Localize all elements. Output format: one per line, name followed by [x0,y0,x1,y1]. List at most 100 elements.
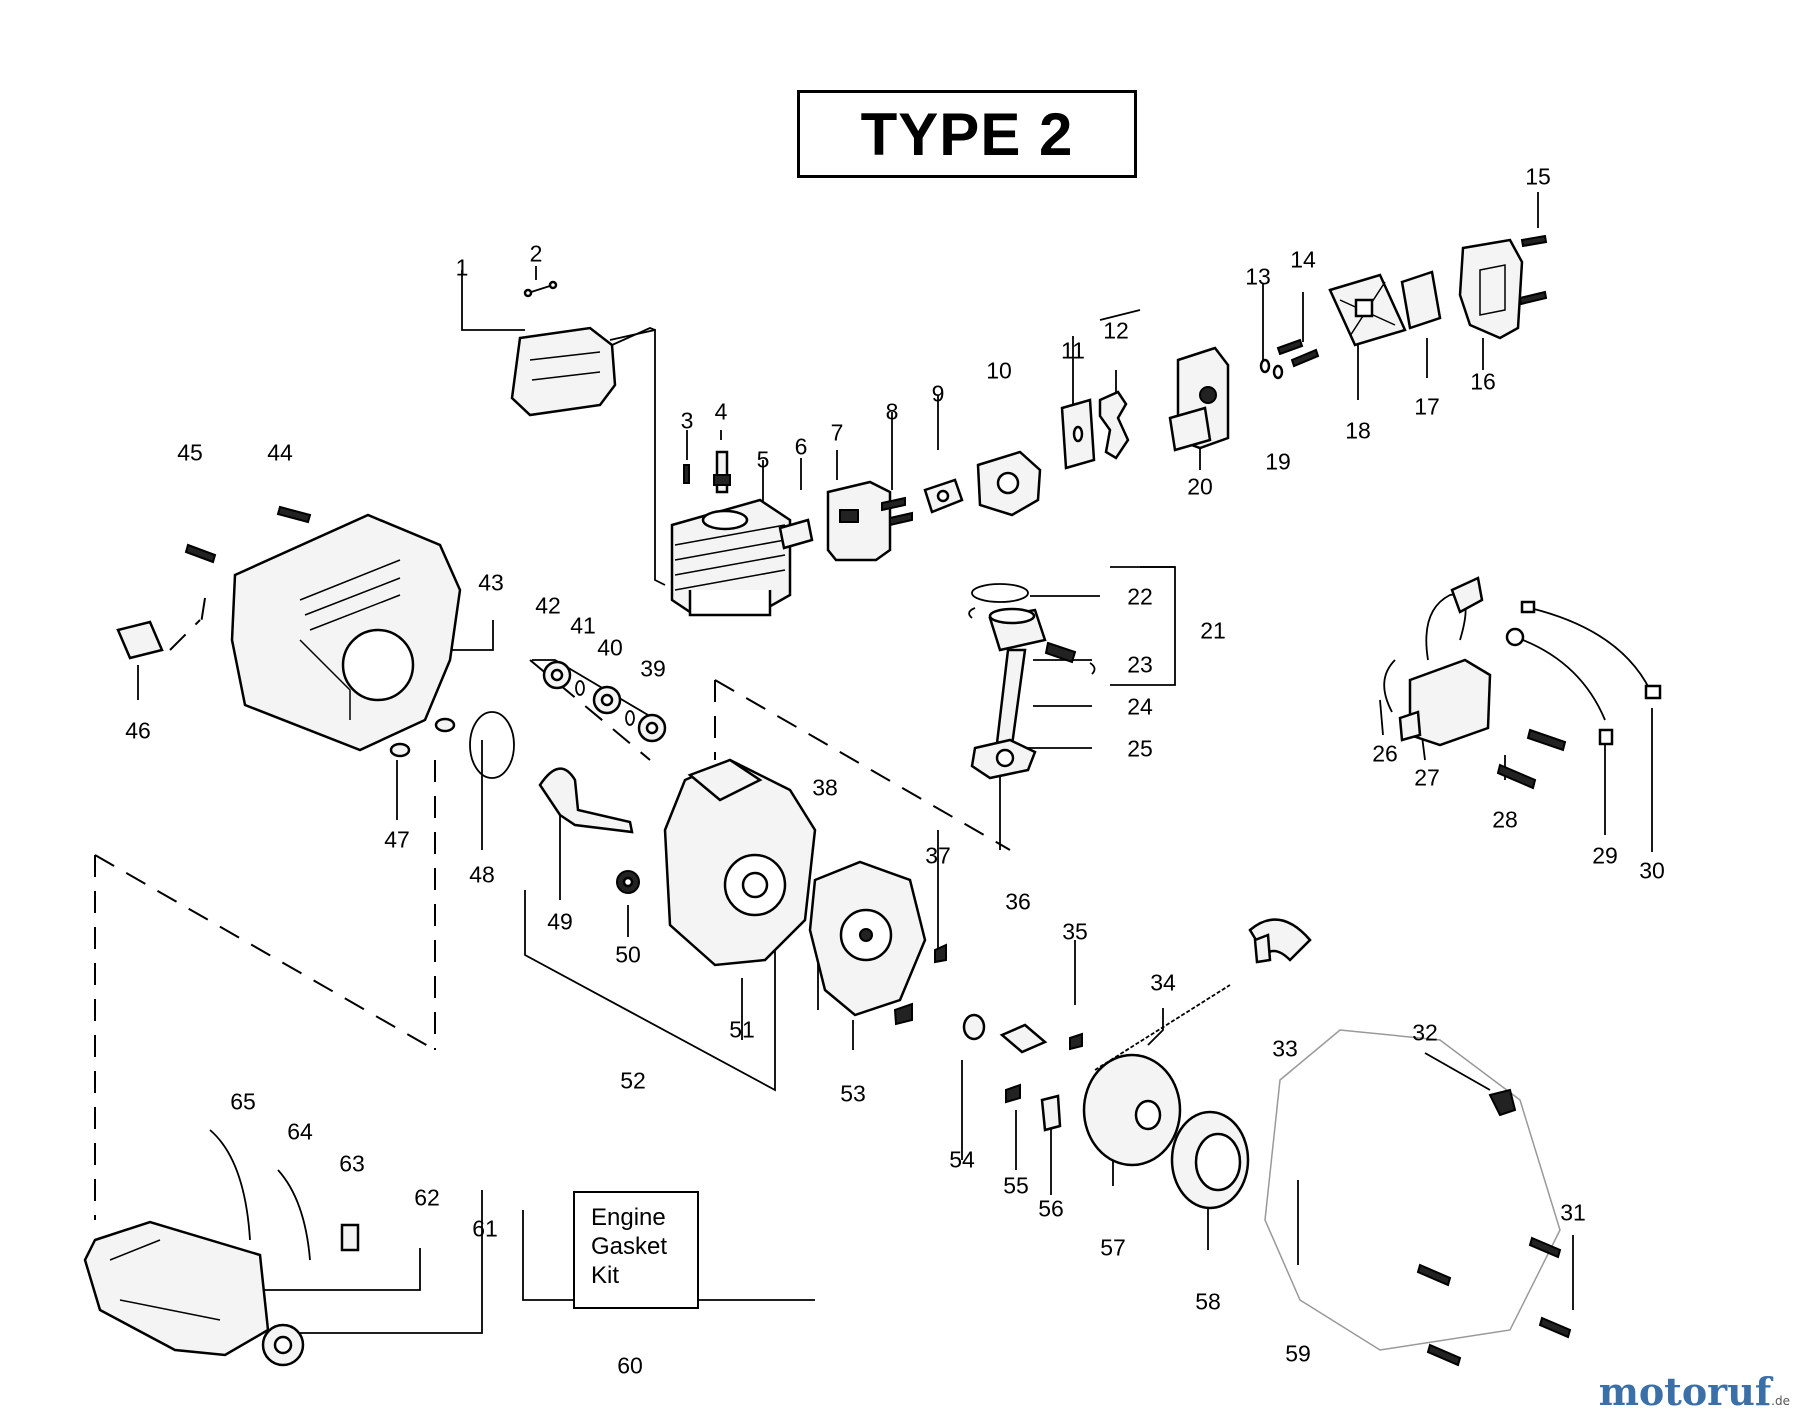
insulator-7 [826,480,892,562]
ignition-module-27 [1398,576,1492,747]
screws-8 [881,496,913,527]
screw-55 [1005,1083,1021,1104]
rope-34 [1094,984,1231,1071]
grommets-47 [389,717,456,758]
flywheel-53 [808,860,927,1017]
gasket-11 [1060,398,1096,470]
part-callout-4: 4 [714,398,728,425]
fuel-tank-59b [83,1220,270,1357]
part-callout-31: 31 [1560,1199,1586,1226]
carburetor-10 [976,450,1042,517]
cover-screws-15 [1518,234,1548,306]
washers-13-19 [1259,358,1284,380]
ground-wire-30 [1520,600,1662,700]
part-callout-25: 25 [1127,735,1153,762]
screws-14 [1276,338,1320,368]
part-callout-38: 38 [812,774,838,801]
engine-gasket-kit-box: Engine Gasket Kit [573,1191,699,1309]
part-callout-5: 5 [756,446,770,473]
part-callout-45: 45 [177,439,203,466]
part-callout-54: 54 [949,1146,975,1173]
part-callout-17: 17 [1414,393,1440,420]
intake-gasket-6 [778,518,814,550]
bearings-39-42 [542,660,667,743]
part-callout-33: 33 [1272,1035,1298,1062]
part-callout-36: 36 [1005,888,1031,915]
spark-plug [713,450,731,494]
starter-housing-59 [1264,1029,1561,1351]
part-callout-56: 56 [1038,1195,1064,1222]
part-callout-63: 63 [339,1150,365,1177]
fuel-filter-63 [340,1223,360,1252]
small-screw-3 [683,464,690,484]
ignition-screws-28 [1496,728,1567,790]
pawl-53b [893,1002,913,1026]
part-callout-12: 12 [1103,317,1129,344]
leader-lines [137,192,1653,1310]
part-callout-64: 64 [287,1118,313,1145]
watermark-text: motoruf [1598,1369,1772,1414]
part-callout-50: 50 [615,941,641,968]
part-callout-58: 58 [1195,1288,1221,1315]
part-callout-59: 59 [1285,1340,1311,1367]
washer-54 [962,1013,986,1041]
part-callout-65: 65 [230,1088,256,1115]
type-title: TYPE 2 [860,100,1074,168]
part-callout-8: 8 [885,398,899,425]
kit-label-line-2: Gasket [591,1233,668,1260]
part-callout-34: 34 [1150,969,1176,996]
part-callout-13: 13 [1245,263,1271,290]
watermark-suffix: .de [1771,1394,1790,1408]
bracket-46 [116,620,164,660]
clip-26 [1383,659,1396,713]
part-callout-29: 29 [1592,842,1618,869]
gasket-9 [923,478,964,514]
part-callout-40: 40 [597,634,623,661]
part-callout-37: 37 [925,842,951,869]
part-callout-2: 2 [529,240,543,267]
ground-wire-29 [1505,627,1614,746]
part-callout-48: 48 [469,861,495,888]
part-callout-47: 47 [384,826,410,853]
oring-48 [469,711,515,779]
seal-50 [616,870,640,894]
gasket-25 [970,738,1037,780]
clip-32 [1488,1088,1517,1117]
engine-housing-43 [230,513,462,752]
kit-label-line-3: Kit [591,1262,620,1289]
part-callout-44: 44 [267,439,293,466]
starter-handle-33 [1248,918,1312,964]
fuel-cap-61 [261,1323,305,1367]
part-callout-20: 20 [1187,473,1213,500]
part-callout-51: 51 [729,1016,755,1043]
part-callout-24: 24 [1127,693,1153,720]
crankshaft-49 [538,767,634,834]
part-callout-16: 16 [1470,368,1496,395]
part-callout-42: 42 [535,592,561,619]
part-callout-60: 60 [617,1352,643,1379]
part-callout-21: 21 [1200,617,1226,644]
group-brackets [257,659,1001,1334]
part-callout-52: 52 [620,1067,646,1094]
part-callout-15: 15 [1525,163,1551,190]
housing-screws-44-45 [184,505,312,564]
part-callout-9: 9 [931,380,945,407]
fuel-lines-64-65 [209,1129,311,1261]
part-callout-57: 57 [1100,1234,1126,1261]
muffler-cover [510,326,656,417]
part-callout-10: 10 [986,357,1012,384]
part-callout-7: 7 [830,419,844,446]
part-callout-49: 49 [547,908,573,935]
air-filter-cover-16 [1458,238,1524,340]
part-callout-35: 35 [1062,918,1088,945]
part-callout-53: 53 [840,1080,866,1107]
part-callout-39: 39 [640,655,666,682]
part-callout-43: 43 [478,569,504,596]
part-callout-27: 27 [1414,764,1440,791]
part-callout-22: 22 [1127,583,1153,610]
part-callout-18: 18 [1345,417,1371,444]
cylinder [670,498,792,617]
pawl-56 [1040,1094,1062,1132]
choke-lever-12 [1098,390,1130,460]
